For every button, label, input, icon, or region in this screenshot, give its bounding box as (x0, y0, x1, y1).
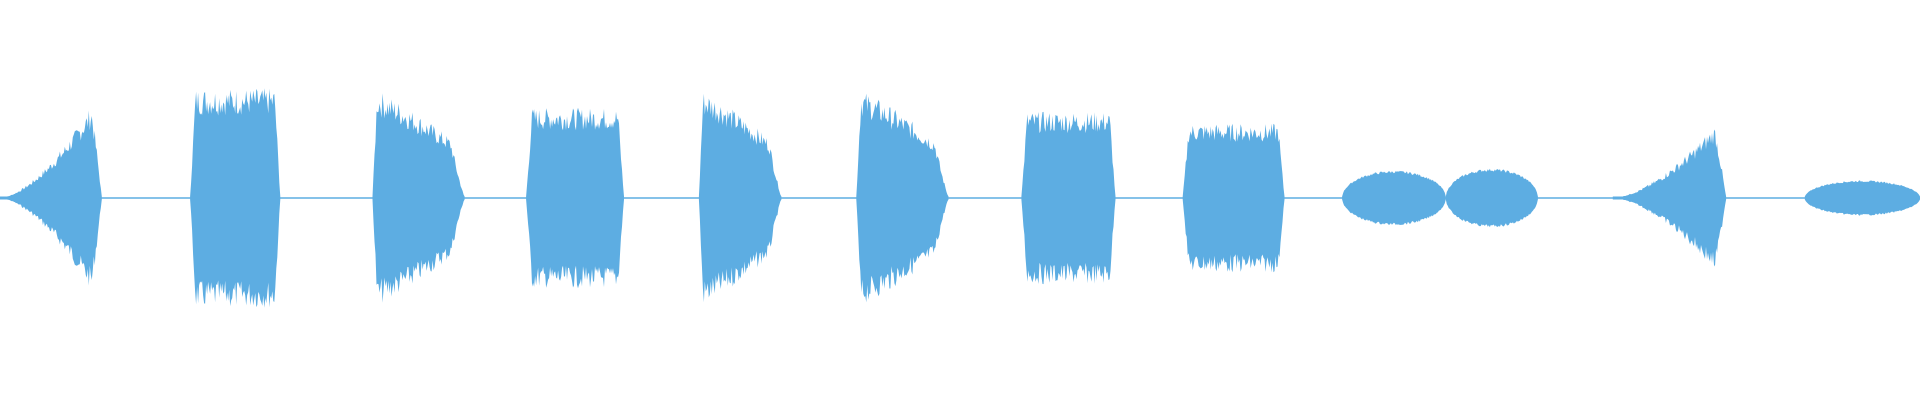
waveform-segment-10 (1445, 168, 1538, 228)
waveform-segment-6 (856, 93, 949, 303)
waveform-segment-3 (372, 93, 465, 303)
waveform-segment-8 (1182, 123, 1285, 273)
waveform-segments (0, 88, 1920, 308)
waveform-segment-4 (526, 107, 624, 289)
waveform-segment-1 (0, 110, 102, 286)
waveform-segment-9 (1342, 170, 1446, 226)
waveform-segment-2 (190, 88, 281, 308)
waveform-segment-11 (1612, 129, 1727, 267)
waveform-segment-12 (1804, 180, 1920, 216)
waveform-segment-7 (1021, 111, 1116, 285)
waveform-segment-5 (698, 93, 782, 303)
